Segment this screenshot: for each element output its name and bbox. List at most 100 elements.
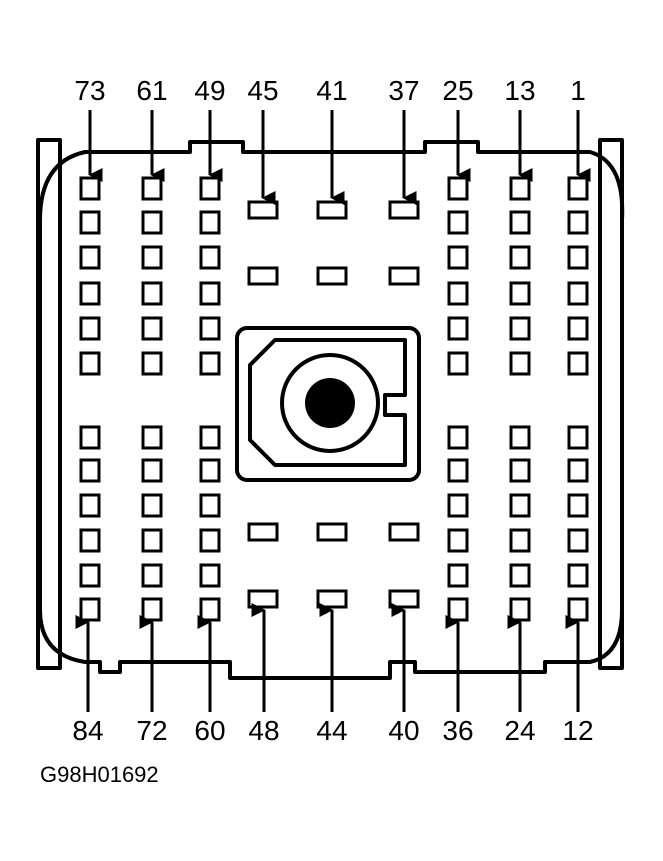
pin-cavity [79,281,101,306]
pin-cavity [567,425,589,450]
pin-cavity [141,458,163,483]
pin-cavity [509,351,531,376]
pin-cavity [79,245,101,270]
pin-cavity [509,493,531,518]
pin-label-48: 48 [248,715,279,746]
figure-id: G98H01692 [40,762,159,787]
pin-label-61: 61 [136,75,167,106]
pin-label-40: 40 [388,715,419,746]
pin-cavity-wide [316,522,348,542]
pin-label-73: 73 [74,75,105,106]
pin-label-37: 37 [388,75,419,106]
pin-cavity [141,210,163,235]
pin-label-44: 44 [316,715,347,746]
pin-label-1: 1 [570,75,586,106]
pin-cavity [79,351,101,376]
key-ring [280,353,380,453]
pin-cavity-wide [247,589,279,609]
pin-cavity [509,597,531,622]
pin-cavity [447,528,469,553]
pin-label-60: 60 [194,715,225,746]
pin-cavity [79,176,101,201]
pin-cavity [509,210,531,235]
pin-cavity [447,563,469,588]
pin-label-24: 24 [504,715,535,746]
pin-cavity [199,597,221,622]
pin-cavity [199,563,221,588]
pin-cavity [199,316,221,341]
pin-cavity [79,528,101,553]
housing-outline [38,140,625,680]
pin-cavity [141,245,163,270]
key-post [305,378,355,428]
pin-cavity [79,210,101,235]
pin-cavity [567,597,589,622]
pin-cavity [567,493,589,518]
key-pocket-outer [235,326,421,482]
pin-cavity [567,351,589,376]
pin-cavity-wide [247,266,279,286]
pin-cavity [199,281,221,306]
pin-cavity [447,493,469,518]
pin-cavity [509,281,531,306]
pin-cavities [79,176,589,622]
pin-cavity-wide [316,200,348,220]
pin-cavity [79,316,101,341]
pin-cavity [79,597,101,622]
pin-cavity-wide [388,589,420,609]
pin-cavity [567,176,589,201]
pin-cavity-wide [388,266,420,286]
pin-cavity [567,563,589,588]
pin-cavity [447,425,469,450]
pin-cavity [509,563,531,588]
pin-cavity [79,425,101,450]
pin-cavity [447,458,469,483]
pin-cavity [141,351,163,376]
pin-cavity [447,351,469,376]
pin-cavity [141,281,163,306]
pin-cavity [447,176,469,201]
pin-cavity [79,493,101,518]
pin-cavity [199,425,221,450]
pin-cavity-wide [247,522,279,542]
pin-cavity [447,316,469,341]
pin-cavity [447,281,469,306]
pin-cavity [141,493,163,518]
pin-cavity [141,176,163,201]
pin-cavity [567,210,589,235]
key-pocket-inner [248,338,407,467]
pin-cavity-wide [388,522,420,542]
pin-cavity [199,458,221,483]
pin-cavity [567,528,589,553]
pin-cavity [199,210,221,235]
pin-cavity [509,316,531,341]
key-pocket [235,326,421,482]
pin-cavity [79,458,101,483]
pin-label-84: 84 [72,715,103,746]
pin-cavity [199,245,221,270]
pin-label-25: 25 [442,75,473,106]
pin-cavity [141,563,163,588]
pin-cavity [141,425,163,450]
right-latch [598,138,624,670]
pin-cavity [141,597,163,622]
pin-cavity [447,210,469,235]
pin-cavity [509,458,531,483]
pin-cavity [141,316,163,341]
pin-label-49: 49 [194,75,225,106]
pin-cavity-wide [388,200,420,220]
pin-label-41: 41 [316,75,347,106]
pin-cavity [567,281,589,306]
pin-cavity [509,425,531,450]
connector-body [36,138,625,680]
pin-cavity-wide [247,200,279,220]
pin-label-13: 13 [504,75,535,106]
pin-cavity [199,176,221,201]
pin-cavity [567,316,589,341]
pin-cavity [567,245,589,270]
pin-cavity [199,493,221,518]
pin-cavity [509,245,531,270]
pin-label-72: 72 [136,715,167,746]
pin-label-12: 12 [562,715,593,746]
